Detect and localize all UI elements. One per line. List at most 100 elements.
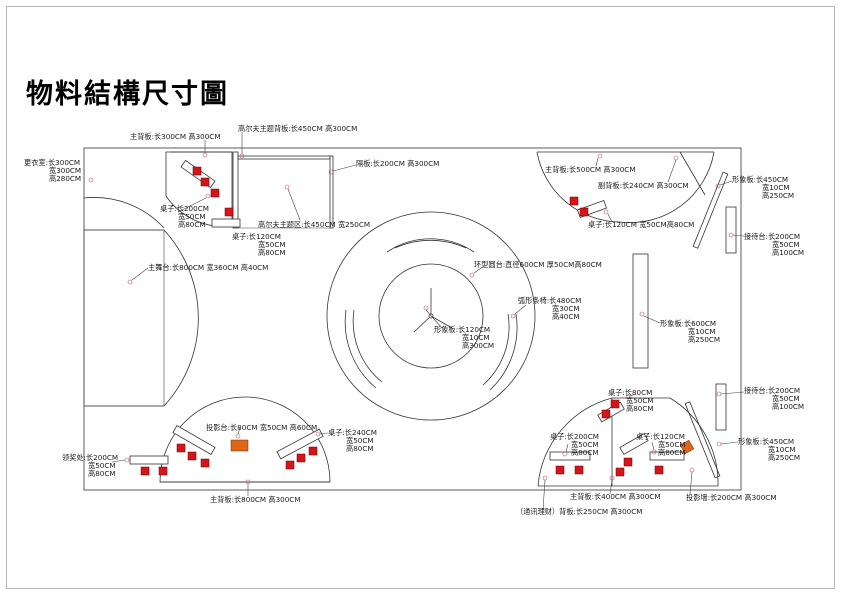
- label-table-br-b-2: 宽50CM: [571, 440, 599, 449]
- label-arc-bench-3: 高40CM: [552, 312, 580, 321]
- label-image-board-right-top-2: 宽10CM: [762, 183, 790, 192]
- label-telecom-backboard: （通讯理财）背板:长250CM 高300CM: [516, 507, 642, 516]
- arc-bench-top-edge: [394, 239, 467, 249]
- chair: [140, 466, 150, 476]
- label-arc-bench-1: 弧形条椅:长480CM: [518, 296, 581, 305]
- label-image-board-right-bottom-1: 形象板:长450CM: [738, 437, 794, 446]
- dimension-labels: 更衣室:长300CM 宽300CM 高280CM 主背板:长300CM 高300…: [24, 124, 804, 516]
- chair: [574, 465, 584, 475]
- table-br-c: [619, 432, 649, 456]
- chair: [285, 460, 295, 470]
- chair: [296, 453, 306, 463]
- label-ring-platform: 环型圆台:直径600CM 厚50CM高80CM: [474, 260, 602, 269]
- chair: [654, 465, 664, 475]
- image-board-right-mid: [632, 253, 649, 369]
- chair: [187, 451, 197, 461]
- label-reception-bottom-3: 高100CM: [772, 402, 804, 411]
- table-br-d: [649, 451, 685, 461]
- ring-platform-outer: [326, 211, 536, 421]
- reception-top: [725, 206, 737, 254]
- label-reception-top-2: 宽50CM: [772, 240, 800, 249]
- label-golf-theme-backboard: 高尔夫主题背板:长450CM 高300CM: [238, 124, 357, 133]
- chair: [200, 177, 210, 187]
- arc-bench-left-edge: [344, 309, 377, 389]
- dressing-room-arc: [83, 197, 165, 229]
- chair: [569, 196, 579, 206]
- label-main-backboard-top: 主背板:长300CM 高300CM: [130, 132, 221, 141]
- golf-theme-backboard: [237, 155, 331, 160]
- label-table-bl-2: 宽50CM: [346, 436, 374, 445]
- label-dressing-room-1: 更衣室:长300CM: [24, 158, 80, 167]
- label-award-area-1: 领奖处:长200CM: [62, 453, 118, 462]
- label-award-area-3: 高80CM: [88, 469, 116, 478]
- partition-wall: [329, 155, 334, 229]
- ring-platform-inner: [378, 263, 484, 369]
- label-partition: 隔板:长200CM 高300CM: [356, 159, 439, 168]
- main-stage: [84, 229, 199, 407]
- label-image-board-right-top-1: 形象板:长450CM: [732, 175, 788, 184]
- image-board-right-bottom: [684, 401, 721, 479]
- label-table-top-left-a-3: 高80CM: [178, 220, 206, 229]
- chair: [555, 465, 565, 475]
- label-main-backboard-br: 主背板:长400CM 高300CM: [570, 492, 661, 501]
- label-dressing-room-3: 高280CM: [49, 174, 81, 183]
- label-table-bl-3: 高80CM: [346, 444, 374, 453]
- bottom-left-pod: [159, 396, 331, 483]
- chair: [200, 458, 210, 468]
- label-table-top-left-b-2: 宽50CM: [258, 240, 286, 249]
- label-image-board-center-2: 宽10CM: [462, 333, 490, 342]
- label-golf-theme-area: 高尔夫主题区:长450CM 宽250CM: [258, 220, 370, 229]
- leader-lines: [88, 132, 745, 511]
- label-table-br-a-1: 桌子:长80CM: [608, 388, 652, 397]
- chair: [192, 166, 202, 176]
- page-frame: [6, 6, 835, 589]
- label-table-br-b-3: 高80CM: [571, 448, 599, 457]
- label-sub-backboard: 副背板:长240CM 高300CM: [598, 181, 689, 190]
- label-table-top-left-a-2: 宽50CM: [178, 212, 206, 221]
- projector: [679, 439, 695, 455]
- award-table: [129, 455, 169, 465]
- chair: [601, 409, 611, 419]
- label-image-board-right-mid-2: 宽10CM: [688, 327, 716, 336]
- reception-bottom: [715, 383, 727, 431]
- main-stage-deck: [83, 229, 165, 407]
- chair: [610, 399, 620, 409]
- chair: [176, 443, 186, 453]
- label-image-board-center-1: 形象板:长120CM: [434, 325, 490, 334]
- chair: [579, 207, 589, 217]
- label-reception-top-1: 接待台:长200CM: [744, 232, 800, 241]
- center-image-board: [413, 288, 453, 333]
- chair: [158, 466, 168, 476]
- label-projector-table: 投影台:长80CM 宽50CM 高60CM: [206, 423, 317, 432]
- label-image-board-right-mid-1: 形象板:长600CM: [660, 319, 716, 328]
- label-reception-bottom-1: 接待台:长200CM: [744, 386, 800, 395]
- chair: [615, 467, 625, 477]
- label-table-br-a-2: 宽50CM: [626, 396, 654, 405]
- label-table-top-left-b-1: 桌子:长120CM: [232, 232, 281, 241]
- chair: [308, 446, 318, 456]
- label-table-br-c-2: 宽50CM: [658, 440, 686, 449]
- label-table-tr: 桌子:长120CM 宽50CM高80CM: [588, 220, 694, 229]
- label-arc-bench-2: 宽30CM: [552, 304, 580, 313]
- chair: [623, 457, 633, 467]
- table-bottom-left-a: [172, 424, 216, 456]
- image-board-right-top: [692, 171, 729, 249]
- top-right-pod: [536, 151, 715, 223]
- golf-theme-backboard-left: [232, 151, 239, 229]
- label-award-area-2: 宽50CM: [88, 461, 116, 470]
- label-table-br-c-3: 高80CM: [658, 448, 686, 457]
- label-reception-top-3: 高100CM: [772, 248, 804, 257]
- label-table-bl-1: 桌子:长240CM: [328, 428, 377, 437]
- page-title: 物料結構尺寸圖: [26, 79, 229, 110]
- label-image-board-right-top-3: 高250CM: [762, 191, 794, 200]
- label-table-top-left-b-3: 高80CM: [258, 248, 286, 257]
- label-image-board-right-bottom-3: 高250CM: [768, 453, 800, 462]
- chair: [210, 188, 220, 198]
- sub-backboard: [679, 151, 706, 196]
- label-image-board-center-3: 高300CM: [462, 341, 494, 350]
- table-top-left-b: [211, 218, 241, 228]
- arc-bench-left: [352, 309, 383, 383]
- label-projection-wall: 投影墙:长200CM 高300CM: [686, 493, 777, 502]
